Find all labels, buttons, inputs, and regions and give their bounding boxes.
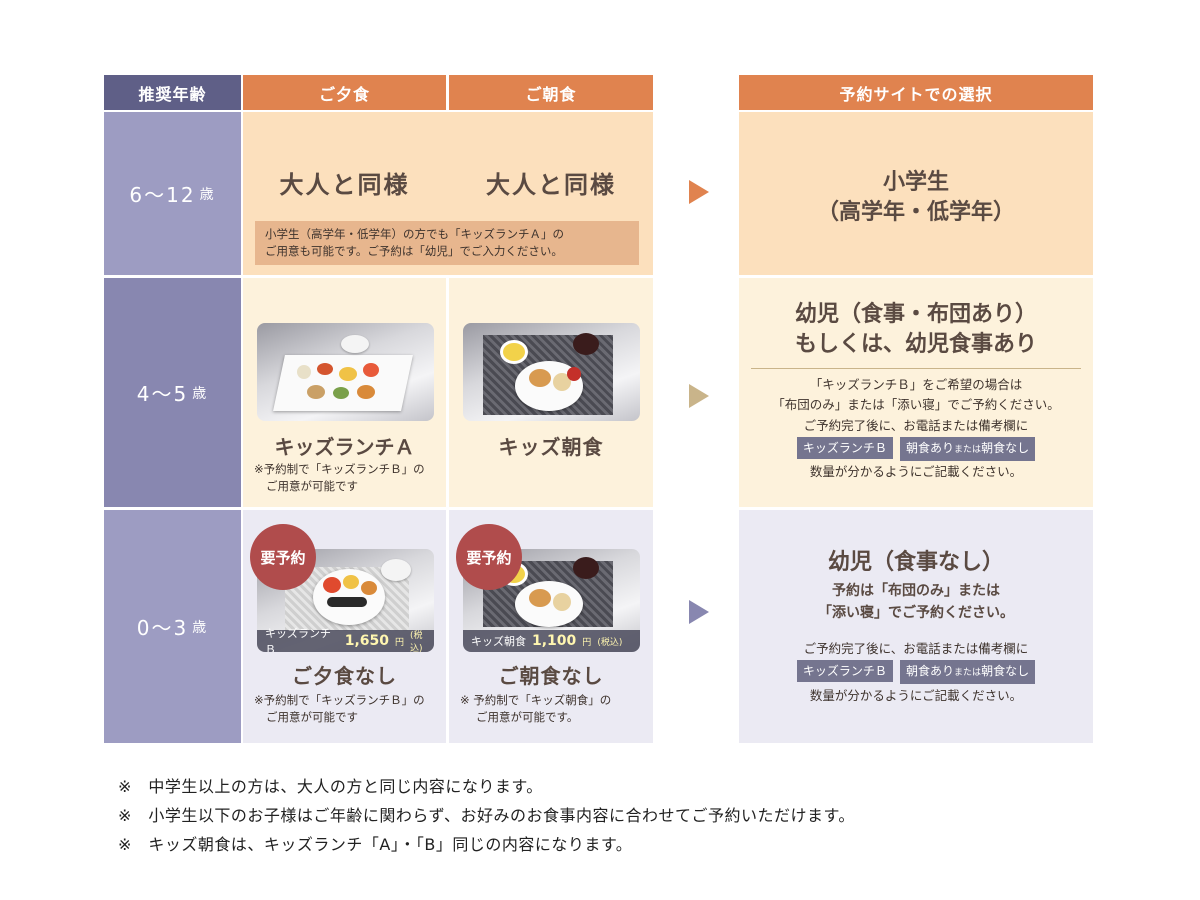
row2-divider [751,368,1081,369]
header-selection: 予約サイトでの選択 [739,75,1093,110]
kids-breakfast-tax: (税込) [597,637,623,648]
kids-lunch-b-price: 1,650 [344,633,390,649]
row1-dinner-text: 大人と同様 [279,171,410,199]
row3-selection-cell: 幼児（食事なし） 予約は「布団のみ」または 「添い寝」でご予約ください。 ご予約… [739,510,1093,743]
age-value: 4～5 [136,382,189,406]
row3-sel-note1: 予約は「布団のみ」または [832,583,1000,599]
arrow-right-icon [689,180,709,204]
kids-lunch-b-price-unit: 円 [395,637,405,648]
header-breakfast-label: ご朝食 [525,84,577,104]
arrow-right-icon [689,384,709,408]
row3-sel-note4: 数量が分かるようにご記載ください。 [809,688,1023,703]
tag-kids-lunch-b: キッズランチＢ [796,437,893,459]
reservation-required-badge: 要予約 [250,524,316,590]
row1-note-box: 小学生（高学年・低学年）の方でも「キッズランチＡ」の ご用意も可能です。ご予約は… [255,221,639,265]
kids-lunch-a-title: キッズランチＡ [274,435,415,459]
kids-lunch-b-price-bar: キッズランチＢ 1,650 円 (税込) [257,627,434,652]
tag-or: または [954,668,982,678]
kids-breakfast-price-label: キッズ朝食 [471,635,526,648]
header-dinner-label: ご夕食 [318,84,370,104]
kids-breakfast-price: 1,100 [532,633,577,649]
age-unit: 歳 [199,186,216,203]
tag-breakfast-yes: 朝食あり [906,441,955,455]
no-breakfast-note-line1: ※ 予約制で「キッズ朝食」の [460,693,612,707]
kids-breakfast-price-bar: キッズ朝食 1,100 円 (税込) [463,630,640,652]
row3-sel-note3: ご予約完了後に、お電話または備考欄に [803,641,1029,656]
no-dinner-note: ※予約制で「キッズランチＢ」の ご用意が可能です [254,692,444,726]
row2-sel-note3: ご予約完了後に、お電話または備考欄に [803,418,1029,433]
row1-selection-line2: （高学年・低学年） [816,200,1015,225]
header-age-label: 推奨年齢 [138,84,207,104]
kids-lunch-a-note-line1: ※予約制で「キッズランチＢ」の [254,462,425,476]
row3-sel-note2: 「添い寝」でご予約ください。 [818,605,1014,621]
row2-sel-note4: 数量が分かるようにご記載ください。 [809,464,1023,479]
footnotes: ※ 中学生以上の方は、大人の方と同じ内容になります。 ※ 小学生以下のお子様はご… [118,772,1118,859]
row1-selection-cell: 小学生 （高学年・低学年） [739,112,1093,275]
tag-or: または [954,445,982,455]
tag-breakfast-no: 朝食なし [981,664,1030,678]
kids-breakfast-title: キッズ朝食 [498,435,604,459]
kids-lunch-b-price-label: キッズランチＢ [265,627,331,652]
row1-breakfast-text: 大人と同様 [486,171,616,199]
header-breakfast: ご朝食 [449,75,653,110]
reservation-required-badge: 要予約 [456,524,522,590]
age-value: 6～12 [129,183,196,207]
no-dinner-note-line2: ご用意が可能です [266,710,358,724]
footnote-3: ※ キッズ朝食は、キッズランチ「A」・「B」同じの内容になります。 [118,835,633,854]
tag-breakfast-yes: 朝食あり [906,664,955,678]
kids-breakfast-price-unit: 円 [582,637,592,648]
row3-selection-line1: 幼児（食事なし） [827,550,1004,575]
row2-selection-line2: もしくは、幼児食事あり [794,332,1037,357]
row2-selection-cell: 幼児（食事・布団あり） もしくは、幼児食事あり 「キッズランチＢ」をご希望の場合… [739,278,1093,507]
kids-lunch-a-note: ※予約制で「キッズランチＢ」の ご用意が可能です [254,461,444,495]
no-breakfast-title: ご朝食なし [498,664,604,688]
kids-lunch-a-note-line2: ご用意が可能です [266,479,358,493]
kids-lunch-b-tax: (税込) [410,631,423,652]
kids-lunch-a-photo [257,323,434,421]
tag-breakfast-no: 朝食なし [981,441,1030,455]
row1-selection-line1: 小学生 [882,170,949,195]
header-selection-label: 予約サイトでの選択 [839,84,993,104]
row2-sel-note1: 「キッズランチＢ」をご希望の場合は [809,377,1023,392]
header-age: 推奨年齢 [104,75,241,110]
no-breakfast-note-line2: ご用意が可能です。 [476,710,579,724]
row1-note-line2: ご用意も可能です。ご予約は「幼児」でご入力ください。 [265,244,563,258]
row2-sel-note2: 「布団のみ」または「添い寝」でご予約ください。 [772,397,1060,412]
header-dinner: ご夕食 [243,75,446,110]
age-unit: 歳 [192,385,209,402]
kids-breakfast-photo [463,323,640,421]
no-dinner-note-line1: ※予約制で「キッズランチＢ」の [254,693,425,707]
no-dinner-title: ご夕食なし [292,664,397,688]
footnote-1: ※ 中学生以上の方は、大人の方と同じ内容になります。 [118,777,543,796]
row2-selection-line1: 幼児（食事・布団あり） [794,302,1037,327]
row1-note-line1: 小学生（高学年・低学年）の方でも「キッズランチＡ」の [265,227,564,241]
row3-tag-line: キッズランチＢ 朝食ありまたは朝食なし [739,660,1093,684]
tag-breakfast-or: 朝食ありまたは朝食なし [900,660,1036,684]
age-value: 0～3 [136,616,189,640]
row2-tag-line: キッズランチＢ 朝食ありまたは朝食なし [739,437,1093,461]
no-breakfast-note: ※ 予約制で「キッズ朝食」の ご用意が可能です。 [460,692,650,726]
footnote-2: ※ 小学生以下のお子様はご年齢に関わらず、お好みのお食事内容に合わせてご予約いた… [118,806,855,825]
age-unit: 歳 [192,619,209,636]
tag-breakfast-or: 朝食ありまたは朝食なし [900,437,1036,461]
tag-kids-lunch-b: キッズランチＢ [796,660,893,682]
arrow-right-icon [689,600,709,624]
